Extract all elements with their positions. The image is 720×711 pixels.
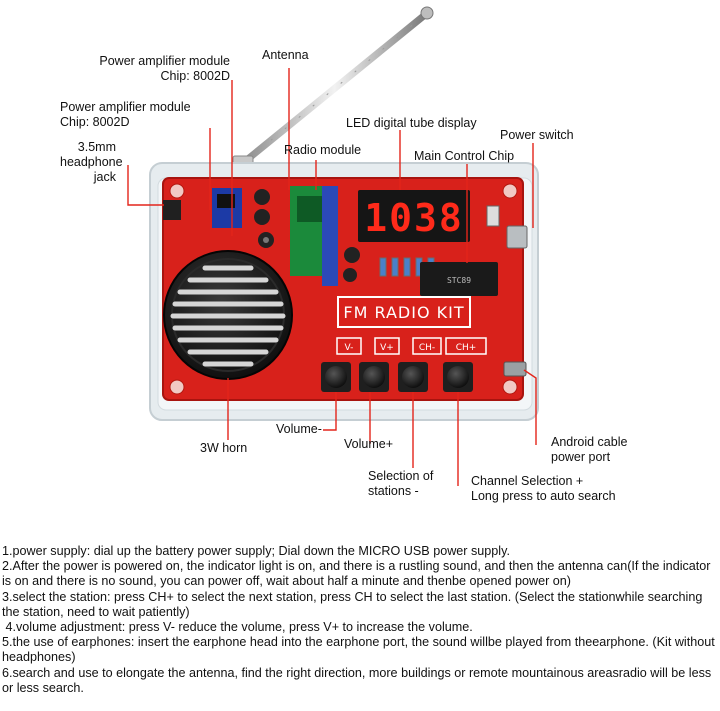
- board-title-frame: FM RADIO KIT: [337, 296, 471, 328]
- button-v-minus-label: V-: [345, 343, 354, 353]
- button-ch-plus[interactable]: CH+: [443, 337, 487, 392]
- main-control-chip: STC89: [420, 262, 498, 296]
- button-ch-plus-label: CH+: [456, 343, 477, 353]
- label-channel-line2: Long press to auto search: [471, 489, 616, 503]
- label-radio-module: Radio module: [284, 143, 362, 157]
- button-v-plus-label: V+: [380, 343, 394, 353]
- label-power-amp-top-line2: Chip: 8002D: [160, 69, 231, 83]
- label-power-amp-side-line1: Power amplifier module: [60, 100, 191, 114]
- board-title: FM RADIO KIT: [343, 303, 464, 322]
- label-headphone-jack: 3.5mm headphone jack: [60, 140, 123, 185]
- label-led-display: LED digital tube display: [346, 116, 477, 130]
- label-headphone-line3: jack: [93, 170, 116, 184]
- leader-lines: [127, 68, 537, 486]
- label-selection-line1: Selection of: [368, 469, 434, 483]
- instruction-5: 5.the use of earphones: insert the earph…: [2, 635, 715, 665]
- label-android-port: Android cable power port: [551, 435, 627, 465]
- label-selection-stations: Selection of stations -: [368, 469, 433, 499]
- instruction-2: 2.After the power is powered on, the ind…: [2, 559, 711, 589]
- button-row: V- V+ CH- CH+: [321, 337, 487, 392]
- label-channel-line1: Channel Selection +: [471, 474, 584, 488]
- label-volume-minus: Volume-: [276, 422, 322, 436]
- chip-marking: STC89: [447, 276, 471, 285]
- label-channel-selection: Channel Selection + Long press to auto s…: [471, 474, 616, 504]
- label-selection-line2: stations -: [368, 484, 419, 498]
- button-v-plus[interactable]: V+: [359, 337, 400, 392]
- label-power-amp-top-line1: Power amplifier module: [99, 54, 230, 68]
- label-power-switch: Power switch: [500, 128, 574, 142]
- label-power-amp-side: Power amplifier module Chip: 8002D: [60, 100, 191, 130]
- button-ch-minus-label: CH-: [419, 343, 435, 353]
- instruction-1: 1.power supply: dial up the battery powe…: [2, 544, 510, 558]
- instruction-6: 6.search and use to elongate the antenna…: [2, 665, 712, 695]
- label-volume-plus: Volume+: [344, 437, 393, 451]
- instruction-3: 3.select the station: press CH+ to selec…: [2, 589, 703, 619]
- label-headphone-line2: headphone: [60, 155, 123, 169]
- label-main-chip: Main Control Chip: [414, 149, 515, 163]
- instructions-block: 1.power supply: dial up the battery powe…: [2, 544, 718, 696]
- label-headphone-line1: 3.5mm: [77, 140, 116, 154]
- led-display-digits: 1038: [364, 196, 464, 240]
- speaker-horn: [163, 250, 293, 380]
- instruction-4: 4.volume adjustment: press V- reduce the…: [2, 620, 473, 635]
- label-android-line2: power port: [551, 450, 611, 464]
- power-amp-module: [212, 188, 274, 248]
- label-antenna: Antenna: [262, 48, 309, 62]
- label-android-line1: Android cable: [551, 435, 628, 449]
- label-power-amp-top: Power amplifier module Chip: 8002D: [90, 54, 230, 84]
- radio-module: [290, 186, 360, 286]
- button-ch-minus[interactable]: CH-: [398, 337, 442, 392]
- button-v-minus[interactable]: V-: [321, 337, 362, 392]
- label-3w-horn: 3W horn: [200, 441, 248, 455]
- led-display: 1038: [358, 190, 500, 242]
- label-power-amp-side-line2: Chip: 8002D: [60, 115, 130, 129]
